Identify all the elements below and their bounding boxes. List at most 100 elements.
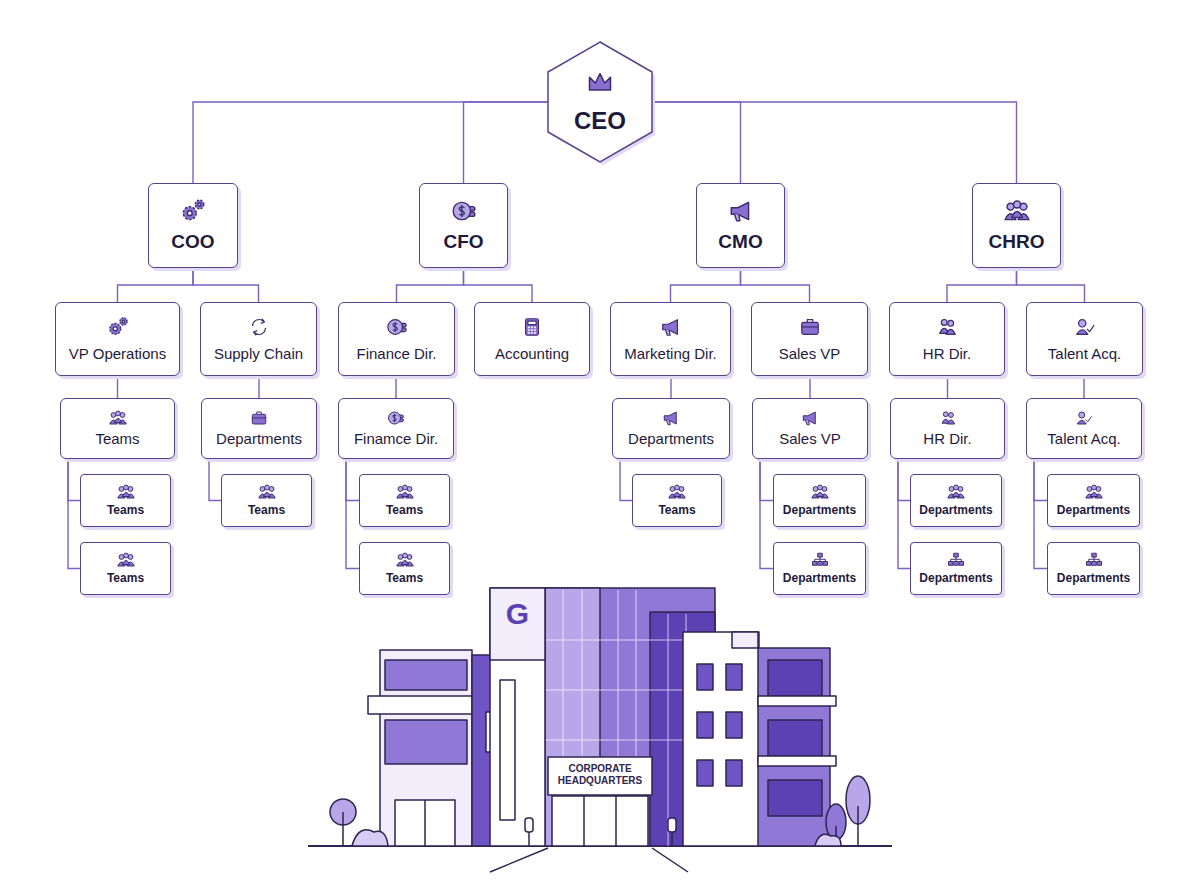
team-box: Teams bbox=[359, 542, 450, 595]
team-box: Departments bbox=[1047, 542, 1140, 595]
team-box: Departments bbox=[1047, 474, 1140, 527]
people2-icon bbox=[939, 409, 957, 427]
mega-icon bbox=[801, 409, 819, 427]
org-connector bbox=[1034, 459, 1047, 569]
node-title: Teams bbox=[658, 504, 695, 518]
org-connector bbox=[118, 268, 194, 302]
check-icon bbox=[1074, 316, 1096, 338]
brief-icon bbox=[799, 316, 821, 338]
node-title: CFO bbox=[443, 231, 483, 253]
org-connector bbox=[809, 376, 810, 398]
org-connector bbox=[117, 376, 118, 398]
node-title: Departments bbox=[1057, 572, 1130, 586]
director-box: VP Operations bbox=[55, 302, 180, 376]
mega-icon bbox=[662, 409, 680, 427]
logo-letter: G bbox=[490, 596, 545, 632]
org-connector bbox=[68, 459, 80, 569]
node-title: COO bbox=[171, 231, 214, 253]
crown-icon bbox=[586, 69, 614, 97]
team-box: Teams bbox=[359, 474, 450, 527]
node-title: Teams bbox=[95, 430, 139, 447]
team-box: Teams bbox=[221, 474, 312, 527]
org-icon bbox=[1085, 551, 1103, 569]
unit-box: HR Dir. bbox=[890, 398, 1005, 459]
node-title: Sales VP bbox=[779, 430, 841, 447]
node-title: Departments bbox=[216, 430, 302, 447]
org-connector bbox=[397, 268, 464, 302]
node-title: HR Dir. bbox=[923, 345, 971, 362]
node-title: Teams bbox=[107, 572, 144, 586]
node-title: Departments bbox=[1057, 504, 1130, 518]
org-connector bbox=[741, 268, 810, 302]
node-title: Teams bbox=[248, 504, 285, 518]
node-title: CMO bbox=[718, 231, 762, 253]
people-icon bbox=[117, 551, 135, 569]
people-icon bbox=[109, 409, 127, 427]
org-connector bbox=[652, 102, 741, 183]
team-box: Teams bbox=[80, 542, 171, 595]
node-title: VP Operations bbox=[69, 345, 166, 362]
unit-box: Teams bbox=[60, 398, 175, 459]
dollar-icon bbox=[387, 409, 405, 427]
org-connector bbox=[258, 376, 259, 398]
org-connector bbox=[620, 459, 632, 501]
org-connector bbox=[898, 459, 910, 501]
team-box: Teams bbox=[80, 474, 171, 527]
director-box: Marketing Dir. bbox=[610, 302, 731, 376]
org-connector bbox=[670, 376, 671, 398]
org-connector bbox=[464, 268, 533, 302]
node-title: Departments bbox=[919, 504, 992, 518]
node-title: Sales VP bbox=[779, 345, 841, 362]
org-icon bbox=[947, 551, 965, 569]
node-title: Accounting bbox=[495, 345, 569, 362]
gears-icon bbox=[107, 316, 129, 338]
org-connector bbox=[346, 459, 359, 569]
org-connector bbox=[209, 459, 221, 501]
people-icon bbox=[1004, 198, 1030, 224]
people-icon bbox=[811, 483, 829, 501]
node-title: HR Dir. bbox=[923, 430, 971, 447]
unit-box: Talent Acq. bbox=[1026, 398, 1142, 459]
team-box: Departments bbox=[910, 542, 1002, 595]
team-box: Departments bbox=[773, 474, 866, 527]
org-connector bbox=[464, 102, 549, 183]
org-connector bbox=[346, 459, 359, 501]
gears-icon bbox=[180, 198, 206, 224]
org-connector bbox=[947, 376, 948, 398]
director-box: Sales VP bbox=[751, 302, 868, 376]
building-sign: CORPORATE HEADQUARTERS bbox=[550, 763, 650, 787]
org-connector bbox=[760, 459, 773, 569]
hexagon-outline bbox=[548, 42, 652, 162]
unit-box: Departments bbox=[612, 398, 730, 459]
director-box: Finance Dir. bbox=[338, 302, 455, 376]
org-connector bbox=[652, 102, 1017, 183]
node-title: CEO bbox=[574, 107, 626, 135]
node-title: Departments bbox=[783, 504, 856, 518]
org-connector bbox=[68, 459, 80, 501]
director-box: Talent Acq. bbox=[1026, 302, 1143, 376]
ceo-hexagon: CEO bbox=[548, 42, 652, 162]
people-icon bbox=[396, 551, 414, 569]
team-box: Departments bbox=[910, 474, 1002, 527]
executive-box: COO bbox=[148, 183, 238, 268]
director-box: HR Dir. bbox=[889, 302, 1005, 376]
unit-box: Departments bbox=[201, 398, 317, 459]
org-connector bbox=[1083, 376, 1084, 398]
dollar-icon bbox=[451, 198, 477, 224]
node-title: Teams bbox=[386, 504, 423, 518]
unit-box: Finamce Dir. bbox=[338, 398, 454, 459]
people-icon bbox=[1085, 483, 1103, 501]
org-connector bbox=[1017, 268, 1085, 302]
org-connector bbox=[193, 102, 548, 183]
node-title: Marketing Dir. bbox=[624, 345, 717, 362]
node-title: Talent Acq. bbox=[1047, 430, 1120, 447]
org-connector bbox=[898, 459, 910, 569]
mega-icon bbox=[660, 316, 682, 338]
director-box: Supply Chain bbox=[200, 302, 317, 376]
director-box: Accounting bbox=[474, 302, 590, 376]
people-icon bbox=[396, 483, 414, 501]
executive-box: CHRO bbox=[972, 183, 1061, 268]
org-icon bbox=[811, 551, 829, 569]
brief-icon bbox=[250, 409, 268, 427]
org-connector bbox=[193, 268, 259, 302]
